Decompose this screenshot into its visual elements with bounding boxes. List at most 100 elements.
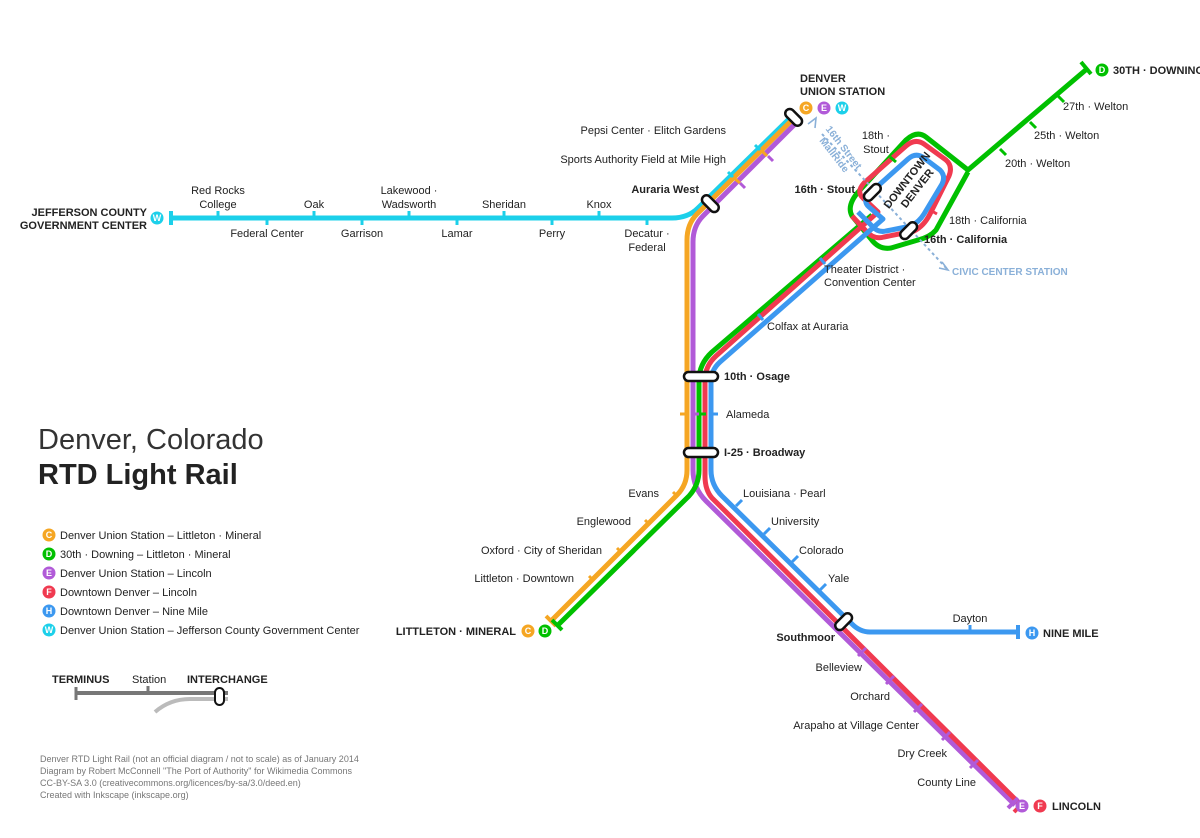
station-arapaho[interactable]: Arapaho at Village Center: [793, 720, 919, 732]
credit-line-3: CC-BY-SA 3.0 (creativecommons.org/licenc…: [40, 778, 301, 788]
interchange-broadway-label[interactable]: I-25 · Broadway: [724, 447, 806, 459]
map-title-system: RTD Light Rail: [38, 459, 238, 491]
station-belleview[interactable]: Belleview: [816, 662, 863, 674]
map-title-city: Denver, Colorado: [38, 424, 264, 456]
terminus-jeffco-label-1[interactable]: JEFFERSON COUNTY: [31, 207, 147, 219]
station-sheridan[interactable]: Sheridan: [482, 199, 526, 211]
svg-text:H: H: [46, 606, 53, 616]
station-decatur-federal[interactable]: Decatur ·: [624, 228, 669, 240]
terminus-lincoln-label[interactable]: LINCOLN: [1052, 801, 1101, 813]
station-yale[interactable]: Yale: [828, 573, 849, 585]
badge-d-littleton: [538, 624, 552, 638]
station-lakewood-wadsworth[interactable]: Lakewood ·: [381, 185, 438, 197]
station-pepsi-center[interactable]: Pepsi Center · Elitch Gardens: [580, 125, 726, 137]
interchange-southmoor[interactable]: [833, 611, 854, 632]
key-interchange: INTERCHANGE: [187, 674, 268, 686]
badge-e-lincoln: [1015, 799, 1029, 813]
svg-text:D: D: [542, 626, 549, 636]
interchange-auraria-west-label[interactable]: Auraria West: [631, 184, 699, 196]
terminus-union-station-label-2[interactable]: UNION STATION: [800, 86, 885, 98]
legend-h: Downtown Denver – Nine Mile: [60, 606, 208, 618]
station-knox[interactable]: Knox: [586, 199, 612, 211]
svg-text:C: C: [46, 530, 53, 540]
interchange-osage[interactable]: [682, 370, 720, 383]
interchange-union-station[interactable]: [783, 107, 804, 128]
legend-badge-e: [42, 566, 56, 580]
svg-text:F: F: [46, 587, 52, 597]
line-e: [690, 122, 1017, 807]
line-w: [172, 114, 794, 221]
svg-text:D: D: [1099, 65, 1106, 75]
interchange-osage-label[interactable]: 10th · Osage: [724, 371, 790, 383]
station-18th-stout[interactable]: 18th ·: [862, 130, 890, 142]
svg-text:E: E: [1019, 801, 1025, 811]
station-county-line[interactable]: County Line: [917, 777, 976, 789]
interchange-california[interactable]: [898, 220, 919, 241]
ticks-w: [216, 143, 762, 225]
station-garrison[interactable]: Garrison: [341, 228, 383, 240]
station-littleton-downtown[interactable]: Littleton · Downtown: [474, 573, 574, 585]
line-d: [556, 66, 1090, 627]
legend-w: Denver Union Station – Jefferson County …: [60, 625, 360, 637]
station-sports-authority[interactable]: Sports Authority Field at Mile High: [560, 154, 726, 166]
station-dayton[interactable]: Dayton: [953, 613, 988, 625]
terminus-jeffco-label-2[interactable]: GOVERNMENT CENTER: [20, 220, 147, 232]
station-evans[interactable]: Evans: [628, 488, 659, 500]
badge-c-union: [799, 101, 813, 115]
mallride-arrow: [938, 261, 950, 272]
station-lakewood-wadsworth-2[interactable]: Wadsworth: [382, 199, 437, 211]
station-red-rocks-college-2[interactable]: College: [199, 199, 236, 211]
interchange-california-label[interactable]: 16th · California: [924, 234, 1008, 246]
terminus-downing-label[interactable]: 30TH · DOWNING: [1113, 65, 1200, 77]
civic-center-label[interactable]: CIVIC CENTER STATION: [952, 267, 1068, 278]
station-perry[interactable]: Perry: [539, 228, 566, 240]
station-dry-creek[interactable]: Dry Creek: [897, 748, 947, 760]
station-university[interactable]: University: [771, 516, 820, 528]
key-terminus: TERMINUS: [52, 674, 109, 686]
station-20th-welton[interactable]: 20th · Welton: [1005, 158, 1070, 170]
terminus-nine-mile-label[interactable]: NINE MILE: [1043, 628, 1099, 640]
station-lamar[interactable]: Lamar: [441, 228, 473, 240]
station-theater-district[interactable]: Theater District ·: [824, 264, 905, 276]
station-colorado[interactable]: Colorado: [799, 545, 844, 557]
station-18th-california[interactable]: 18th · California: [949, 215, 1028, 227]
station-federal-center[interactable]: Federal Center: [230, 228, 304, 240]
interchange-southmoor-label[interactable]: Southmoor: [776, 632, 835, 644]
interchange-broadway[interactable]: [682, 446, 720, 459]
mallride-line: [821, 133, 949, 271]
station-red-rocks-college[interactable]: Red Rocks: [191, 185, 245, 197]
station-27th-welton[interactable]: 27th · Welton: [1063, 101, 1128, 113]
badge-d-downing: [1095, 63, 1109, 77]
station-colfax[interactable]: Colfax at Auraria: [767, 321, 849, 333]
svg-text:E: E: [821, 103, 827, 113]
legend: C Denver Union Station – Littleton · Min…: [42, 528, 360, 637]
badge-w-union: [835, 101, 849, 115]
station-louisiana-pearl[interactable]: Louisiana · Pearl: [743, 488, 826, 500]
credit-line-1: Denver RTD Light Rail (not an official d…: [40, 754, 359, 764]
credit-line-4: Created with Inkscape (inkscape.org): [40, 790, 189, 800]
symbol-key: TERMINUS Station INTERCHANGE: [52, 674, 268, 714]
legend-c: Denver Union Station – Littleton · Miner…: [60, 530, 261, 542]
badge-f-lincoln: [1033, 799, 1047, 813]
interchange-stout-label[interactable]: 16th · Stout: [795, 184, 856, 196]
interchange-stout[interactable]: [862, 182, 883, 203]
terminus-littleton-label[interactable]: LITTLETON · MINERAL: [396, 626, 516, 638]
legend-e: Denver Union Station – Lincoln: [60, 568, 212, 580]
terminus-union-station-label-1[interactable]: DENVER: [800, 73, 846, 85]
station-25th-welton[interactable]: 25th · Welton: [1034, 130, 1099, 142]
station-englewood[interactable]: Englewood: [577, 516, 631, 528]
station-oxford[interactable]: Oxford · City of Sheridan: [481, 545, 602, 557]
svg-text:C: C: [803, 103, 810, 113]
station-oak[interactable]: Oak: [304, 199, 325, 211]
station-orchard[interactable]: Orchard: [850, 691, 890, 703]
station-theater-district-2[interactable]: Convention Center: [824, 277, 916, 289]
credit-line-2: Diagram by Robert McConnell "The Port of…: [40, 766, 352, 776]
station-18th-stout-2[interactable]: Stout: [863, 144, 889, 156]
svg-text:F: F: [1037, 801, 1043, 811]
interchange-auraria-west[interactable]: [700, 193, 721, 214]
station-decatur-federal-2[interactable]: Federal: [628, 242, 665, 254]
station-alameda[interactable]: Alameda: [726, 409, 770, 421]
svg-text:W: W: [45, 625, 54, 635]
svg-text:E: E: [46, 568, 52, 578]
